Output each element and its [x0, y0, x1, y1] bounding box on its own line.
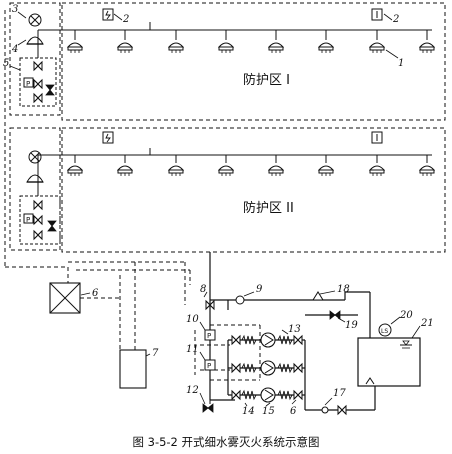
zone-2-detector-smoke	[102, 131, 114, 144]
callout-5: 5	[3, 58, 9, 69]
callout-18: 18	[337, 284, 350, 295]
callout-11: 11	[186, 344, 199, 355]
filter-17	[321, 405, 347, 415]
pump-row-3	[231, 387, 303, 403]
callout-19: 19	[345, 320, 358, 331]
pressure-gauge	[235, 295, 245, 305]
callout-15: 15	[262, 406, 275, 417]
callout-leaders	[9, 11, 421, 407]
drain-valve-12	[202, 403, 214, 413]
svg-text:P: P	[207, 332, 211, 340]
callout-3: 3	[12, 4, 18, 15]
pressure-switch-11: P	[204, 359, 216, 371]
control-wiring	[67, 261, 261, 381]
zone-2-nozzles	[67, 165, 435, 177]
left-control-frames	[4, 2, 68, 268]
svg-text:LS: LS	[381, 328, 388, 335]
zone-1-detector-heat	[371, 8, 383, 21]
callout-12: 12	[186, 385, 199, 396]
zone-1-strobe	[26, 36, 44, 45]
callout-13: 13	[288, 324, 301, 335]
callout-8: 8	[200, 284, 206, 295]
zone-1-nozzles	[67, 42, 435, 54]
zone-1-valve-assembly: P	[19, 29, 65, 107]
figure-caption: 图 3-5-2 开式细水雾灭火系统示意图	[132, 435, 319, 449]
pump-row-2	[231, 360, 303, 376]
pump-row-1	[231, 332, 303, 348]
zone-2-detector-heat	[371, 131, 383, 144]
svg-text:P: P	[207, 362, 211, 370]
callout-14: 14	[242, 406, 255, 417]
callout-20: 20	[399, 310, 413, 321]
zone-2-valve-assembly: P	[19, 154, 65, 245]
zone-1-detector-smoke	[102, 8, 114, 21]
zone-2-boundary	[61, 127, 446, 253]
callout-4: 4	[11, 44, 18, 55]
control-panel	[49, 282, 81, 314]
zone-2-piping	[65, 148, 432, 163]
zone-2-alarm-bell	[28, 150, 42, 164]
supply-pipes	[209, 252, 376, 411]
callout-6b: 6	[290, 406, 297, 417]
zone-2-label: 防护区 II	[243, 200, 294, 216]
zone-1-piping	[65, 22, 432, 40]
pressure-switch-10: P	[204, 329, 216, 341]
check-valve-19	[329, 310, 341, 320]
svg-text:P: P	[26, 216, 30, 224]
relief-valve-18	[312, 291, 324, 301]
zone-1-label: 防护区 I	[243, 72, 290, 88]
callout-9: 9	[256, 284, 263, 295]
power-cabinet	[119, 349, 147, 389]
callout-2a: 2	[122, 14, 129, 25]
callout-7: 7	[152, 348, 159, 359]
level-switch-20: LS	[378, 323, 392, 337]
callout-6a: 6	[92, 288, 99, 299]
callout-17: 17	[333, 388, 346, 399]
zone-1-alarm-bell	[28, 13, 42, 27]
water-tank	[357, 337, 421, 387]
callout-2b: 2	[392, 14, 399, 25]
svg-text:P: P	[26, 80, 30, 88]
zone-1-boundary	[61, 2, 446, 121]
callout-numbers: 1 2 2 3 4 5 6 7 8 9 10 11 12 13 14 15 6 …	[3, 4, 434, 417]
callout-21: 21	[420, 318, 434, 329]
callout-10: 10	[186, 314, 199, 325]
zone-2-strobe	[26, 174, 44, 183]
callout-1: 1	[398, 58, 404, 69]
